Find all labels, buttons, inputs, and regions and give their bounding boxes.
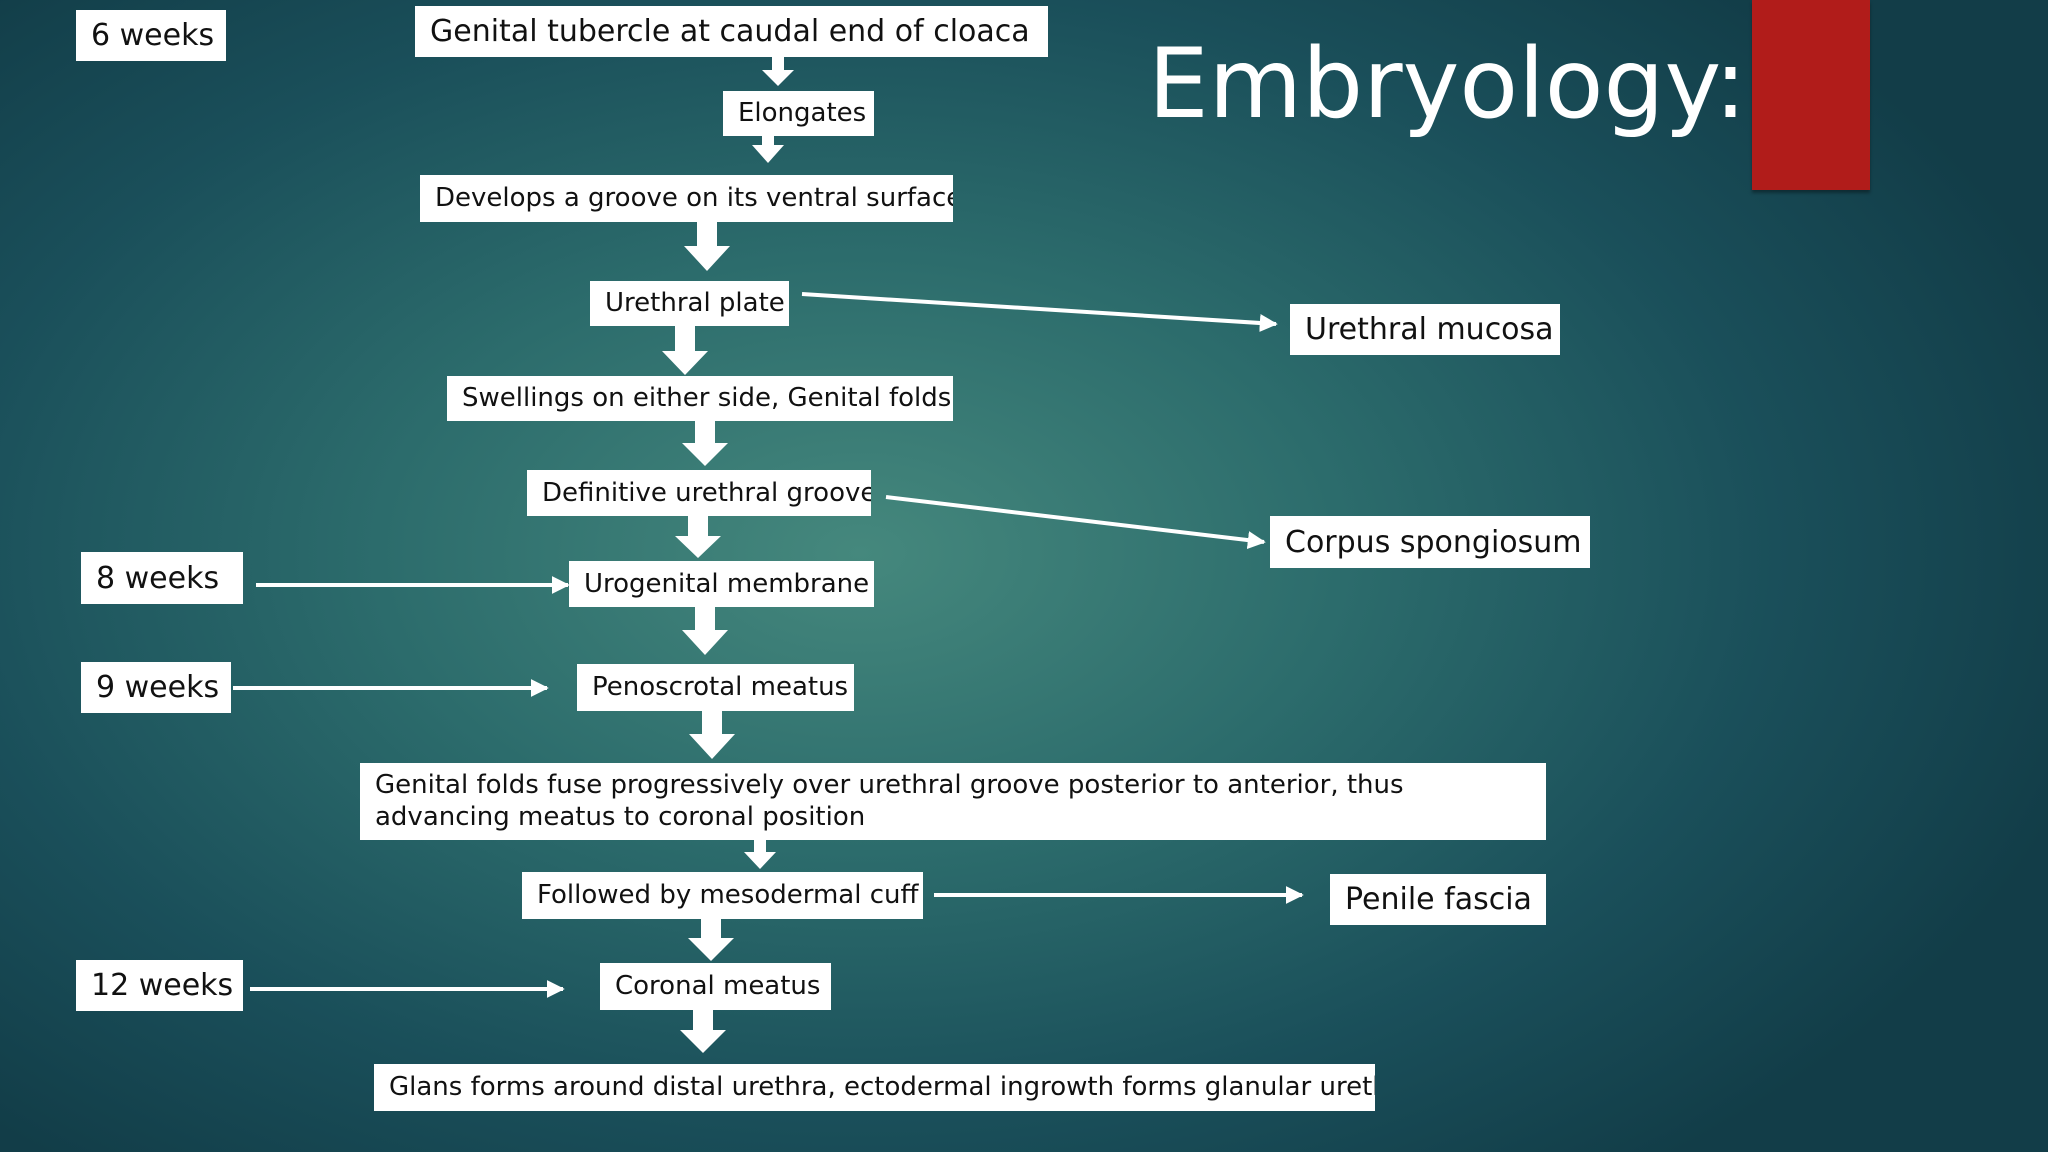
step-urethral-plate: Urethral plate: [590, 281, 789, 326]
step-folds-fuse: Genital folds fuse progressively over ur…: [360, 763, 1546, 840]
step-definitive-groove: Definitive urethral groove: [527, 470, 871, 516]
step-penoscrotal-meatus: Penoscrotal meatus: [577, 664, 854, 711]
down-arrow: [752, 136, 784, 163]
down-arrow: [689, 711, 735, 759]
step-elongates: Elongates: [723, 91, 874, 136]
step-genital-folds: Swellings on either side, Genital folds: [447, 376, 953, 421]
slide-title: Embryology:: [1148, 28, 1747, 140]
label-9-weeks: 9 weeks: [81, 662, 231, 713]
step-ventral-groove: Develops a groove on its ventral surface: [420, 175, 953, 222]
step-glans: Glans forms around distal urethra, ectod…: [374, 1064, 1375, 1111]
down-arrow: [675, 516, 721, 558]
down-arrow: [682, 607, 728, 655]
down-arrow: [762, 57, 794, 86]
arrow-to-urethral-mucosa: [801, 292, 1278, 332]
arrow-to-corpus-spongiosum: [885, 495, 1266, 550]
down-arrow: [662, 326, 708, 375]
derivative-penile-fascia: Penile fascia: [1330, 874, 1546, 925]
down-arrow: [688, 919, 734, 961]
derivative-urethral-mucosa: Urethral mucosa: [1290, 304, 1560, 355]
side-arrows: [233, 292, 1304, 998]
down-arrow: [682, 421, 728, 466]
red-accent-bar: [1752, 0, 1870, 190]
label-12-weeks: 12 weeks: [76, 960, 243, 1011]
step-mesodermal-cuff: Followed by mesodermal cuff: [522, 872, 923, 919]
down-arrow: [680, 1010, 726, 1053]
down-arrow: [744, 840, 776, 869]
derivative-corpus-spongiosum: Corpus spongiosum: [1270, 516, 1590, 568]
step-coronal-meatus: Coronal meatus: [600, 963, 831, 1010]
down-arrow: [684, 222, 730, 271]
label-8-weeks: 8 weeks: [81, 552, 243, 604]
step-genital-tubercle: Genital tubercle at caudal end of cloaca: [415, 6, 1048, 57]
label-6-weeks: 6 weeks: [76, 10, 226, 61]
down-arrows: [662, 57, 794, 1053]
step-urogenital-membrane: Urogenital membrane: [569, 561, 874, 607]
